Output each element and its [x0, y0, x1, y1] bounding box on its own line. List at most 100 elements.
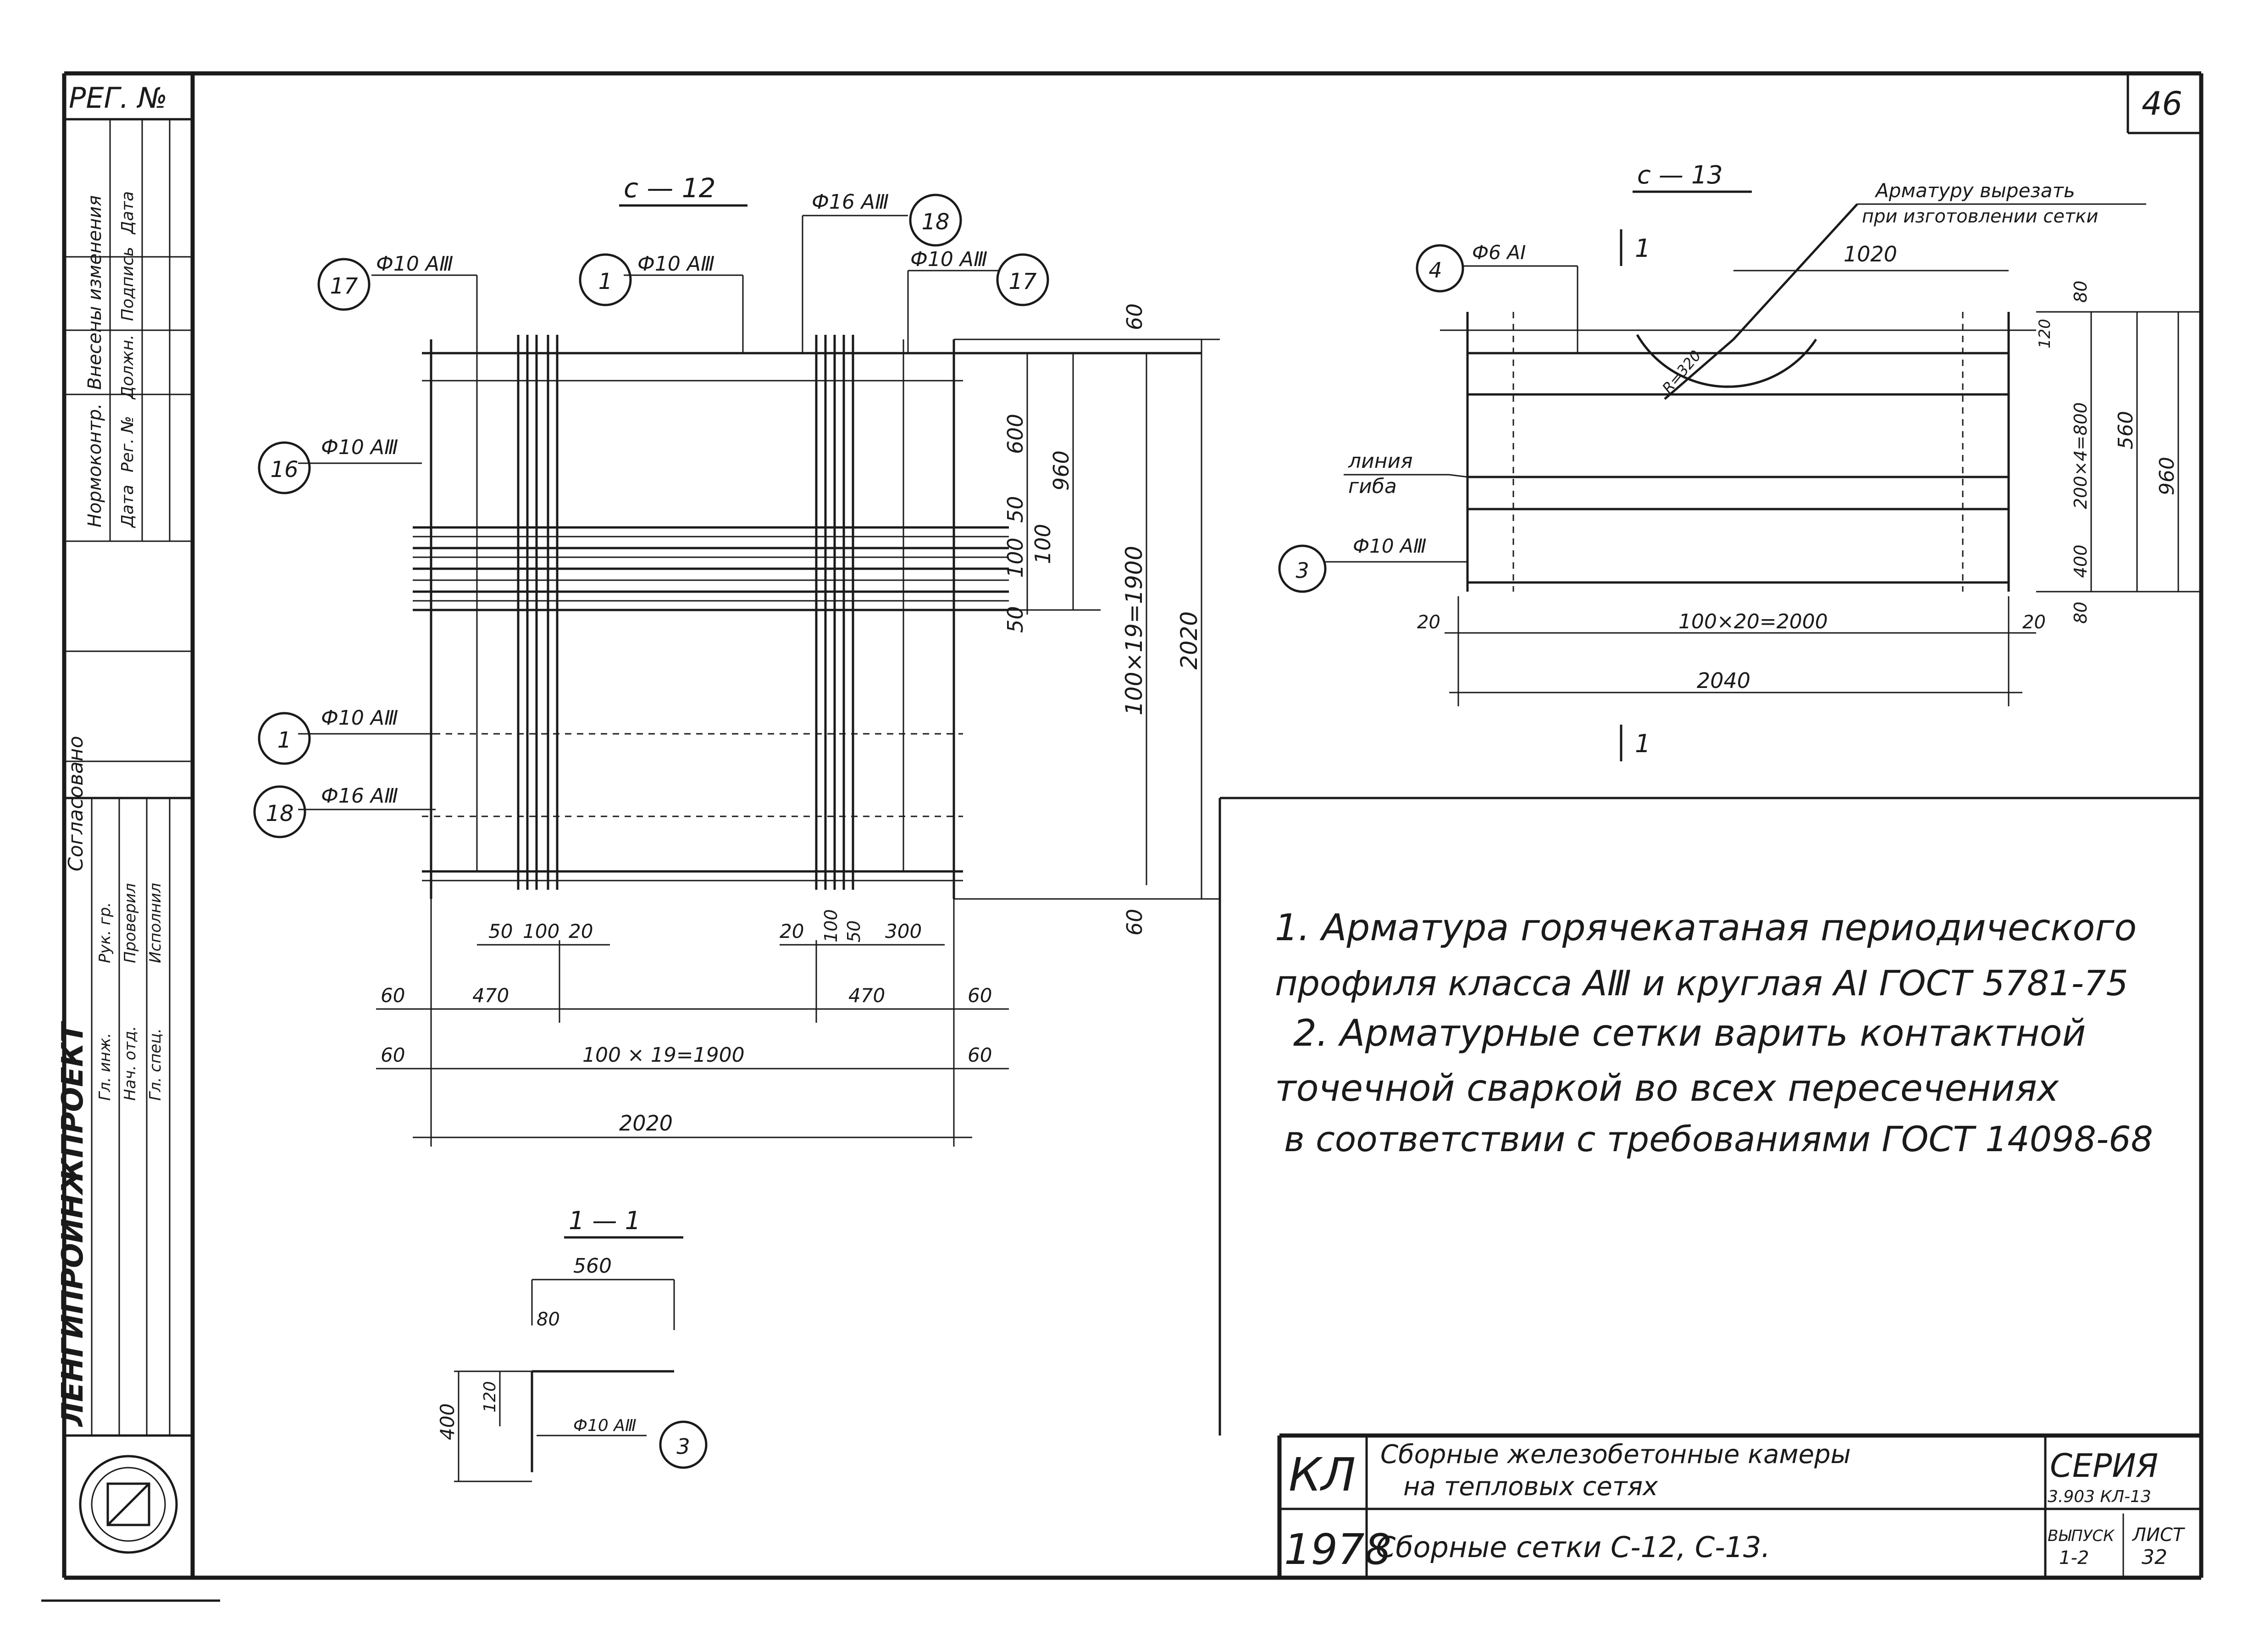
svg-text:гиба: гиба	[1348, 475, 1397, 498]
reg-label: РЕГ. №	[69, 81, 167, 115]
c13-note-line1: Арматуру вырезать	[1874, 179, 2075, 202]
callout-17-right	[996, 253, 1049, 306]
stamp-col-7: Дата	[118, 191, 137, 235]
c13-title: с — 13	[1637, 161, 1723, 189]
svg-text:20: 20	[2022, 612, 2046, 633]
stamp-col-4: Рег. №	[118, 416, 137, 472]
callout-3-label: Ф10 АⅢ	[1353, 535, 1427, 557]
callout-1-left-label: Ф10 АⅢ	[321, 706, 398, 730]
svg-text:60: 60	[1122, 303, 1147, 330]
left-stamp: РЕГ. № Нормоконтр. Внесены изменения Дат…	[56, 81, 193, 1554]
svg-text:18: 18	[266, 801, 293, 826]
c12-callouts: 17 Ф10 АⅢ 1 Ф10 АⅢ 18 Ф16 АⅢ 17 Ф10 АⅢ 1…	[253, 190, 1049, 838]
notes-panel: 1. Арматура горячекатаная периодического…	[1218, 797, 2201, 1436]
callout-4-label: Ф6 АI	[1472, 241, 1526, 264]
svg-text:3: 3	[676, 1434, 690, 1459]
stamp-col-3: Дата	[118, 485, 137, 528]
svg-text:2040: 2040	[1697, 668, 1750, 693]
tb-series-value: 3.903 КЛ-13	[2048, 1487, 2151, 1506]
c12-horizontal-bars	[413, 352, 1202, 881]
c12-bottom-dimensions: 50 100 20 20 100 50 300 60 470 470 60 60…	[376, 899, 1009, 1147]
note-line-4: точечной сваркой во всех пересечениях	[1275, 1067, 2060, 1109]
org-role-6: Исполнил	[146, 883, 165, 963]
note-line-3: 2. Арматурные сетки варить контактной	[1293, 1012, 2086, 1054]
svg-text:16: 16	[270, 457, 298, 482]
c12-vertical-bars	[430, 335, 955, 899]
svg-text:20: 20	[569, 920, 593, 942]
c13-dimensions: 1020 80 120 200×4=800 560 960 400 80 20 …	[1417, 242, 2201, 706]
callout-16	[258, 441, 311, 494]
mesh-c12: с — 12	[253, 172, 1220, 1147]
svg-text:60: 60	[968, 984, 992, 1007]
tb-issue-label: ВЫПУСК	[2048, 1527, 2115, 1545]
svg-text:100: 100	[523, 920, 559, 942]
svg-text:17: 17	[1008, 269, 1037, 294]
svg-text:18: 18	[921, 209, 949, 235]
svg-text:100 × 19=1900: 100 × 19=1900	[582, 1043, 745, 1067]
svg-text:120: 120	[2036, 319, 2054, 349]
svg-text:100×19=1900: 100×19=1900	[1121, 546, 1147, 715]
org-role-5: Проверил	[121, 883, 139, 963]
svg-text:600: 600	[1003, 414, 1028, 454]
svg-text:1020: 1020	[1844, 242, 1897, 266]
svg-text:100: 100	[1030, 524, 1055, 564]
org-role-1: Гл. инж.	[96, 1033, 114, 1101]
bend-line-label: линия	[1348, 449, 1413, 473]
org-name: ЛЕНГИПРОИНЖПРОЕКТ	[56, 1021, 90, 1427]
stamp-col-2: Внесены изменения	[84, 195, 105, 390]
svg-text:4: 4	[1429, 258, 1442, 283]
svg-text:17: 17	[330, 273, 358, 299]
svg-text:1: 1	[1635, 234, 1650, 263]
page-number-box: 46	[2126, 73, 2201, 134]
title-block: КЛ 1978 Сборные железобетонные камеры на…	[1277, 1433, 2201, 1578]
svg-text:2020: 2020	[1176, 611, 1202, 670]
tb-title-2: на тепловых сетях	[1403, 1472, 1658, 1502]
note-line-2: профиля класса АⅢ и круглая АI ГОСТ 5781…	[1275, 963, 2128, 1003]
callout-17-left	[317, 258, 371, 311]
svg-text:60: 60	[1122, 909, 1147, 936]
svg-text:200×4=800: 200×4=800	[2071, 402, 2091, 509]
svg-text:1: 1	[1635, 729, 1650, 758]
c13-note-line2: при изготовлении сетки	[1862, 206, 2098, 227]
svg-text:80: 80	[537, 1309, 560, 1330]
svg-text:470: 470	[472, 984, 509, 1007]
svg-text:80: 80	[2071, 602, 2091, 624]
callout-1-left	[258, 712, 311, 765]
tb-sheet-label: ЛИСТ	[2132, 1524, 2186, 1546]
stamp-col-5: Должн.	[118, 334, 137, 400]
stamp-col-6: Подпись	[118, 247, 137, 321]
sheet-frame	[41, 71, 2204, 1602]
tb-issue-value: 1-2	[2059, 1547, 2089, 1569]
tb-year: 1978	[1284, 1525, 1391, 1574]
tb-sheet-value: 32	[2142, 1546, 2167, 1569]
approval-label: Согласовано	[64, 736, 88, 871]
callout-18-left-label: Ф16 АⅢ	[321, 784, 398, 808]
callout-1-top-label: Ф10 АⅢ	[637, 252, 714, 276]
tb-title-1: Сборные железобетонные камеры	[1380, 1440, 1851, 1469]
callout-18-top-label: Ф16 АⅢ	[812, 190, 889, 214]
c12-leaders	[298, 215, 1000, 810]
tb-series-label: СЕРИЯ	[2050, 1447, 2158, 1485]
c12-title: с — 12	[624, 172, 716, 204]
svg-text:20: 20	[780, 920, 804, 942]
note-line-5: в соответствии с требованиями ГОСТ 14098…	[1284, 1119, 2153, 1159]
org-role-2: Нач. отд.	[121, 1026, 139, 1101]
callout-18-left	[253, 785, 306, 838]
svg-text:60: 60	[381, 984, 405, 1007]
svg-text:50: 50	[1003, 606, 1028, 633]
svg-text:60: 60	[381, 1044, 405, 1066]
note-line-1: 1. Арматура горячекатаная периодического	[1275, 906, 2137, 949]
svg-text:300: 300	[885, 920, 922, 942]
org-role-4: Рук. гр.	[96, 902, 114, 963]
section-title: 1 — 1	[569, 1206, 641, 1235]
svg-text:3: 3	[1296, 558, 1309, 583]
svg-text:100: 100	[821, 909, 841, 942]
svg-text:100×20=2000: 100×20=2000	[1678, 610, 1828, 633]
org-role-3: Гл. спец.	[146, 1028, 165, 1101]
stamp-col-1: Нормоконтр.	[84, 403, 105, 527]
mesh-c13: с — 13 Арматуру вырезать при изготовлени…	[1278, 161, 2201, 761]
svg-text:400: 400	[436, 1403, 459, 1440]
svg-text:50: 50	[1003, 496, 1028, 523]
svg-text:470: 470	[848, 984, 885, 1007]
